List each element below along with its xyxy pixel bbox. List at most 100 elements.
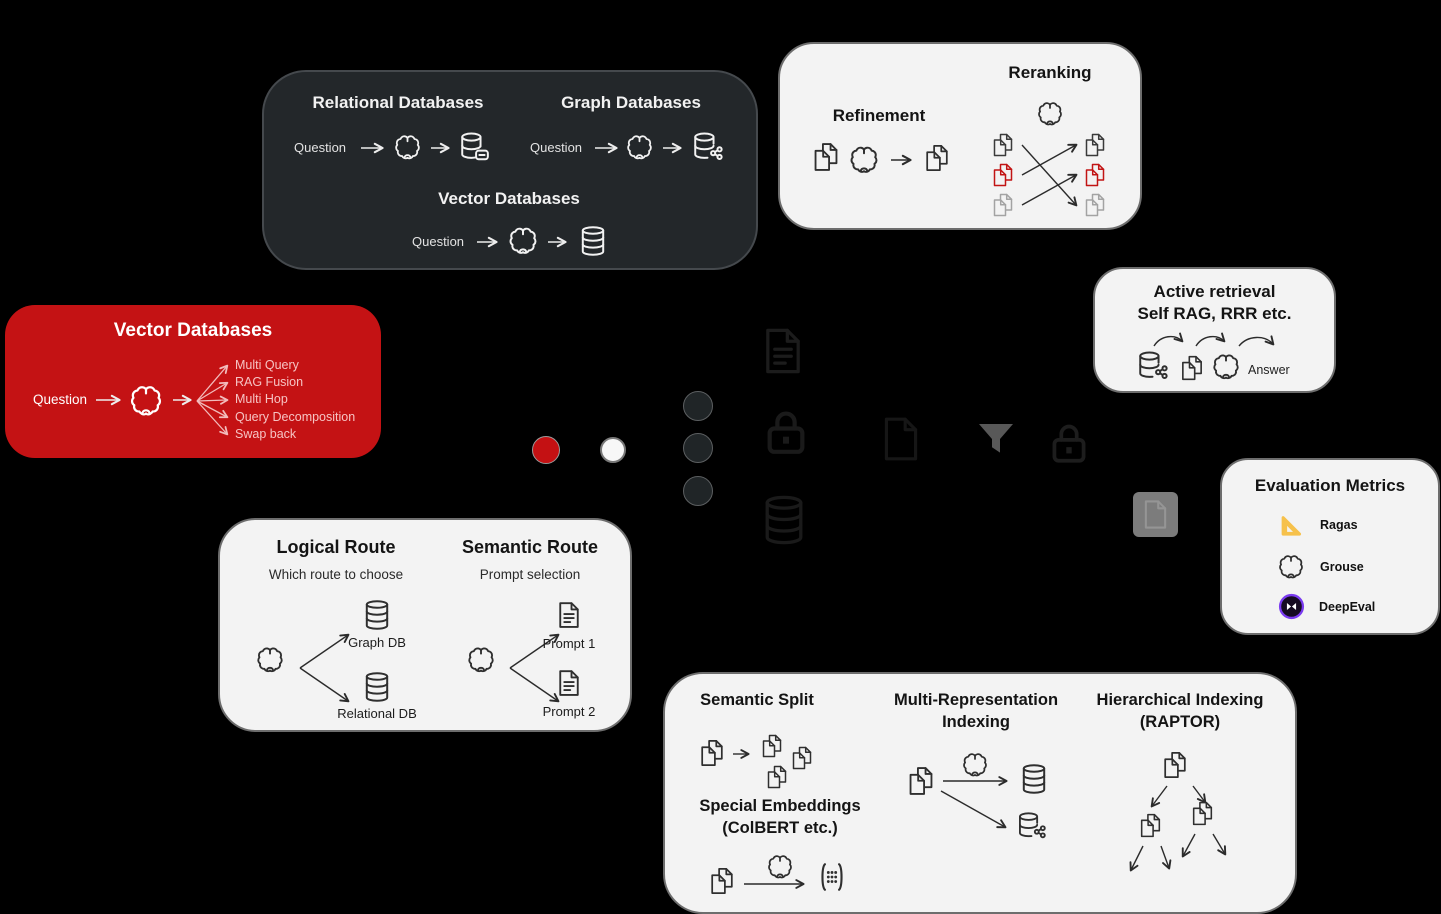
brain-icon (1035, 99, 1065, 129)
database-stack-icon (360, 670, 394, 704)
triangle-ruler-icon (1276, 510, 1306, 540)
documents-icon (810, 141, 842, 173)
metric-name: Ragas (1320, 518, 1358, 532)
evaluation-metrics-card: Evaluation Metrics Ragas Grouse DeepEval (1220, 458, 1440, 635)
prompt-1-label: Prompt 1 (542, 636, 596, 651)
flow-arrow (733, 749, 750, 759)
dark-circle-node (683, 433, 713, 463)
brain-icon (392, 132, 423, 163)
ghost-lock-icon (758, 404, 814, 460)
documents-icon (764, 764, 790, 790)
curved-arrow (1153, 332, 1184, 347)
document-lines-icon (554, 600, 584, 630)
vector-databases-title: Vector Databases (438, 189, 580, 208)
documents-icon (990, 132, 1016, 158)
deepeval-logo-icon (1278, 593, 1305, 620)
hierarchical-indexing-subtitle: (RAPTOR) (1139, 713, 1221, 731)
question-label: Question (412, 234, 465, 249)
metric-name: DeepEval (1319, 599, 1376, 614)
documents-icon (697, 738, 727, 768)
route-split-arrows (509, 633, 560, 703)
flow-arrow (943, 776, 1008, 786)
hierarchical-indexing-title: Hierarchical Indexing (1096, 691, 1264, 709)
documents-icon (922, 143, 952, 173)
flow-arrow (744, 879, 805, 889)
database-graph-icon (1135, 349, 1169, 383)
ghost-database-icon (756, 492, 812, 548)
ghost-document-icon (876, 414, 926, 464)
active-retrieval-subtitle: Self RAG, RRR etc. (1137, 304, 1292, 323)
metric-row-grouse: Grouse (1276, 552, 1364, 582)
active-retrieval-title: Active retrieval (1153, 282, 1276, 301)
flow-arrow (173, 394, 192, 406)
brain-icon (624, 132, 655, 163)
semantic-route-subtitle: Prompt selection (479, 567, 581, 582)
technique-item: Query Decomposition (235, 409, 356, 424)
active-retrieval-card: Active retrieval Self RAG, RRR etc. Answ… (1093, 267, 1336, 393)
semantic-route-title: Semantic Route (461, 537, 599, 557)
curved-arrow (1195, 332, 1226, 347)
database-graph-icon (690, 130, 724, 164)
flow-arrow (891, 154, 912, 166)
vector-queries-card: Vector Databases Question Multi Query RA… (5, 305, 381, 458)
refine-rerank-card: Reranking Refinement (778, 42, 1142, 230)
brain-icon (254, 644, 286, 676)
documents-icon (1082, 192, 1108, 218)
brain-icon (506, 224, 540, 258)
route-split-arrows (299, 633, 350, 703)
logical-route-subtitle: Which route to choose (268, 567, 404, 582)
rerank-cross-arrows (1021, 143, 1078, 207)
technique-item: Swap back (235, 426, 297, 441)
curved-arrow (1238, 335, 1275, 347)
database-stack-icon (1017, 762, 1051, 796)
multi-representation-subtitle: Indexing (942, 713, 1010, 731)
brain-icon (847, 143, 881, 177)
documents-icon (1178, 354, 1206, 382)
database-minus-icon (457, 130, 491, 164)
refinement-title: Refinement (832, 106, 926, 125)
documents-icon (1082, 162, 1108, 188)
graph-databases-title: Graph Databases (561, 93, 701, 112)
technique-list: Multi Query RAG Fusion Multi Hop Query D… (235, 357, 355, 443)
database-stack-icon (576, 224, 610, 258)
evaluation-metrics-title: Evaluation Metrics (1254, 476, 1406, 495)
diagonal-arrow (940, 790, 1007, 829)
red-circle-node (532, 436, 560, 464)
white-circle-node (600, 437, 626, 463)
gray-file-glyph (1139, 498, 1172, 531)
documents-icon (1082, 132, 1108, 158)
funnel-icon (972, 416, 1020, 464)
question-label: Question (33, 392, 88, 407)
ghost-document-lines-icon (757, 325, 809, 377)
databases-card: Relational Databases Graph Databases Que… (262, 70, 758, 270)
special-embeddings-title: Special Embeddings (699, 797, 861, 815)
question-label: Question (530, 140, 583, 155)
flow-arrow (663, 142, 682, 154)
brain-icon (1276, 552, 1306, 582)
documents-icon (990, 162, 1016, 188)
flow-arrow (548, 236, 567, 248)
gray-file-icon (1133, 492, 1178, 537)
fanout-arrows (196, 364, 229, 436)
graph-db-label: Graph DB (348, 635, 406, 650)
brain-icon (127, 382, 165, 420)
technique-item: Multi Hop (235, 392, 288, 407)
semantic-split-title: Semantic Split (700, 691, 814, 709)
database-stack-icon (360, 598, 394, 632)
documents-icon (990, 192, 1016, 218)
metric-row-deepeval: DeepEval (1278, 593, 1375, 620)
brain-icon (465, 644, 497, 676)
brain-icon (1210, 351, 1242, 383)
question-label: Question (294, 140, 347, 155)
prompt-2-label: Prompt 2 (542, 704, 596, 719)
multi-representation-title: Multi-Representation (893, 691, 1059, 709)
technique-item: Multi Query (235, 358, 299, 372)
documents-icon (707, 866, 737, 896)
vector-queries-title: Vector Databases (113, 320, 273, 341)
logical-route-title: Logical Route (276, 537, 396, 557)
flow-arrow (361, 142, 384, 154)
metric-name: Grouse (1320, 560, 1364, 574)
document-lines-icon (554, 668, 584, 698)
metric-row-ragas: Ragas (1276, 510, 1358, 540)
